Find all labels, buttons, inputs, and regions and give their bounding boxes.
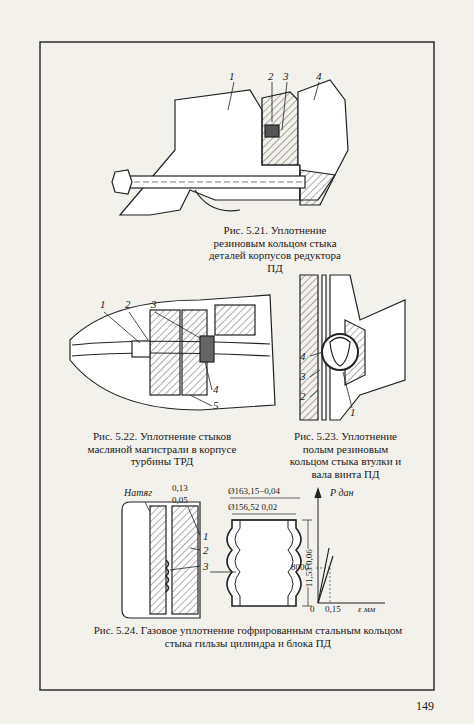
callout-number: 2 — [300, 390, 306, 403]
axis-label: ε мм — [358, 604, 375, 614]
callout-number: 4 — [300, 350, 306, 363]
figure-caption: Рис. 5.21. Уплотнение резиновым кольцом … — [200, 224, 350, 275]
figure-caption: Рис. 5.24. Газовое уплотнение гофрирован… — [88, 624, 408, 649]
dimension-label: Ø156,52 0,02 — [228, 502, 277, 512]
corrugated-ring-figure — [122, 489, 385, 618]
callout-number: 2 — [268, 70, 274, 83]
dimension-label: Натяг — [124, 487, 152, 499]
reducer-housing-figure — [112, 80, 348, 215]
dimension-label: 0,13 — [172, 483, 188, 493]
callout-number: 3 — [283, 70, 289, 83]
callout-number: 5 — [213, 399, 219, 412]
axis-label: P дан — [330, 487, 353, 499]
callout-number: 1 — [350, 406, 356, 419]
figure-caption: Рис. 5.23. Уплотнение полым резиновым ко… — [283, 430, 408, 481]
axis-value: 0 — [310, 604, 315, 614]
axis-value: 8000 — [291, 562, 309, 572]
axis-value: 0,15 — [325, 604, 341, 614]
callout-number: 2 — [125, 298, 131, 311]
callout-number: 1 — [203, 530, 209, 543]
callout-number: 2 — [203, 544, 209, 557]
dimension-label: Ø163,15−0,04 — [228, 486, 280, 496]
oil-line-figure — [70, 295, 275, 410]
callout-number: 3 — [151, 298, 157, 311]
callout-number: 1 — [100, 298, 106, 311]
callout-number: 4 — [213, 383, 219, 396]
page-frame — [40, 42, 434, 690]
page-number: 149 — [416, 700, 434, 714]
dimension-label: 0,05 — [172, 495, 188, 505]
callout-number: 1 — [229, 70, 235, 83]
callout-number: 3 — [300, 370, 306, 383]
figure-caption: Рис. 5.22. Уплотнение стыков масляной ма… — [72, 430, 252, 468]
hollow-ring-figure — [300, 275, 405, 420]
callout-number: 4 — [316, 70, 322, 83]
callout-number: 3 — [203, 560, 209, 573]
